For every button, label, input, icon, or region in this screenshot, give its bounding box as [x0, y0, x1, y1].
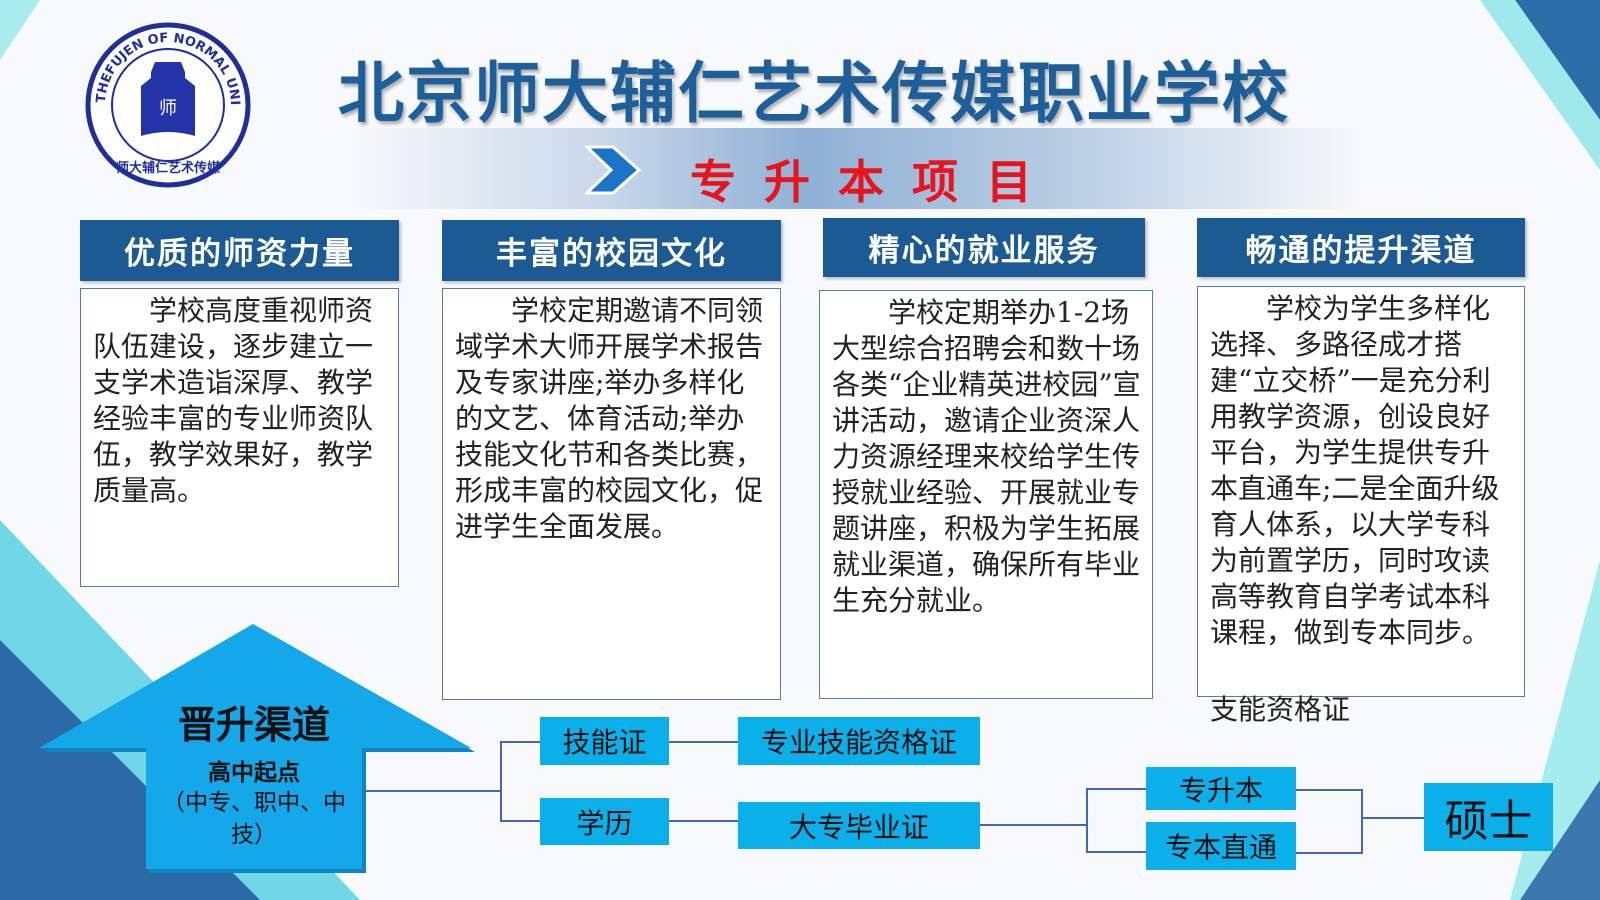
overflow-text: 支能资格证 — [1210, 693, 1351, 726]
column-body-culture: 学校定期邀请不同领域学术大师开展学术报告及专家讲座;举办多样化的文艺、体育活动;… — [442, 288, 781, 700]
column-header-advancement: 畅通的提升渠道 — [1197, 218, 1525, 277]
promotion-arrow — [39, 624, 471, 869]
chevron-right-icon — [585, 145, 641, 195]
flow-box-college-cert: 大专毕业证 — [738, 802, 980, 849]
flow-box-upgrade: 专升本 — [1146, 767, 1296, 810]
logo-bottom-text: 师大辅仁艺术传媒 — [116, 160, 221, 176]
subtitle-banner — [350, 128, 1360, 209]
column-header-culture: 丰富的校园文化 — [442, 220, 781, 281]
flow-box-direct: 专本直通 — [1146, 822, 1296, 870]
column-body-employment: 学校定期举办1-2场大型综合招聘会和数十场各类“企业精英进校园”宣讲活动，邀请企… — [819, 290, 1153, 699]
column-header-faculty: 优质的师资力量 — [80, 220, 399, 281]
subtitle: 专升本项目 — [690, 155, 1060, 209]
school-logo: THEFUJEN OF NORMAL UNIVERSITY 师 师大辅仁艺术传媒 — [85, 22, 251, 188]
flow-box-master: 硕士 — [1424, 783, 1553, 851]
arrow-note: （中专、职中、中技） — [162, 790, 346, 848]
logo-center-glyph: 师 — [159, 98, 177, 119]
arrow-title: 晋升渠道 — [177, 702, 330, 747]
column-header-employment: 精心的就业服务 — [823, 218, 1145, 277]
promotion-arrow-label: 晋升渠道 高中起点 （中专、职中、中技） — [146, 694, 362, 851]
flow-box-skill-cert: 专业技能资格证 — [738, 717, 980, 765]
page-title: 北京师大辅仁艺术传媒职业学校 — [338, 55, 1290, 132]
arrow-subtitle: 高中起点 — [208, 759, 300, 786]
flow-box-skill: 技能证 — [540, 717, 669, 765]
flow-box-degree: 学历 — [540, 798, 669, 845]
column-body-faculty: 学校高度重视师资队伍建设，逐步建立一支学术造诣深厚、教学经验丰富的专业师资队伍，… — [80, 288, 399, 587]
column-body-advancement: 学校为学生多样化选择、多路径成才搭建“立交桥”一是充分利用教学资源，创设良好平台… — [1197, 286, 1525, 697]
